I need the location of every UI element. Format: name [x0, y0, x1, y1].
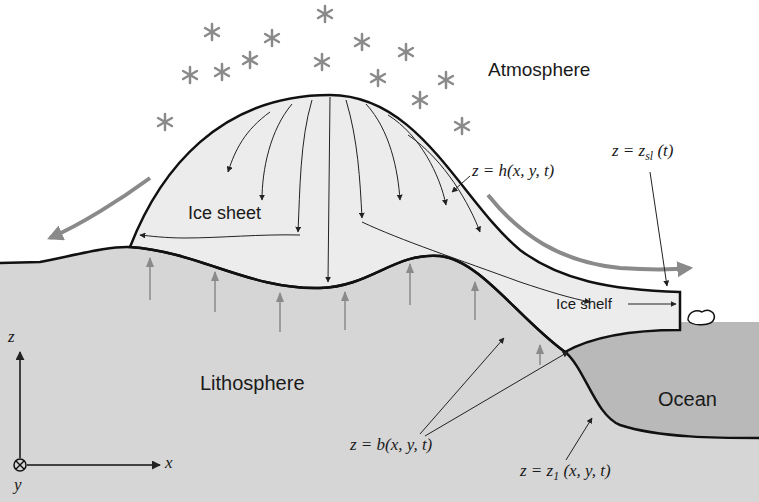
- snowflake-stroke: [439, 76, 453, 84]
- snowflake-stroke: [243, 56, 257, 64]
- snowflake-stroke: [318, 10, 332, 18]
- region-label: Ice sheet: [188, 204, 261, 224]
- snowflake-stroke: [158, 118, 172, 126]
- region-label: Ice shelf: [556, 296, 612, 313]
- region-label: Atmosphere: [488, 60, 590, 81]
- label-text: Ice shelf: [556, 295, 612, 312]
- label-text: z: [8, 327, 15, 346]
- axis-label: y: [14, 476, 22, 495]
- surface-formula: z = h(x, y, t): [472, 162, 554, 181]
- label-text: z = h(x, y, t): [472, 161, 554, 180]
- snowflake-stroke: [215, 68, 229, 76]
- snowflake-stroke: [205, 28, 219, 36]
- snowflake-stroke: [413, 96, 427, 104]
- snowflake-stroke: [455, 122, 469, 130]
- snowflake-stroke: [399, 48, 413, 56]
- bed-formula: z = b(x, y, t): [350, 436, 432, 455]
- snowflake-stroke: [318, 10, 332, 18]
- snowflake-stroke: [265, 34, 279, 42]
- snowflake-stroke: [243, 56, 257, 64]
- label-text: (t): [657, 141, 673, 160]
- snowflake-stroke: [215, 68, 229, 76]
- label-text: Ocean: [658, 388, 717, 410]
- subscript: 1: [553, 469, 559, 483]
- label-text: (x, y, t): [563, 461, 610, 480]
- region-label: Ocean: [658, 388, 717, 410]
- label-text: z = z: [520, 461, 553, 480]
- subscript: sl: [645, 149, 653, 163]
- snowflake-stroke: [183, 71, 197, 79]
- snowflake-stroke: [455, 122, 469, 130]
- label-text: z = b(x, y, t): [350, 435, 432, 454]
- axis-label: x: [165, 454, 173, 473]
- snowflake-stroke: [413, 96, 427, 104]
- label-text: y: [14, 475, 22, 494]
- region-label: Lithosphere: [200, 372, 305, 394]
- label-text: x: [165, 453, 173, 472]
- snowflake-stroke: [183, 71, 197, 79]
- snowflake-stroke: [265, 34, 279, 42]
- snowflake-stroke: [439, 76, 453, 84]
- axis-label: z: [8, 328, 15, 347]
- snowflake-stroke: [158, 118, 172, 126]
- snowflake-stroke: [355, 38, 369, 46]
- snowflake-stroke: [371, 74, 385, 82]
- snowflake-stroke: [315, 58, 329, 66]
- label-text: Atmosphere: [488, 59, 590, 80]
- label-text: Lithosphere: [200, 372, 305, 394]
- label-text: Ice sheet: [188, 203, 261, 223]
- label-text: z = z: [612, 141, 645, 160]
- snowflake-stroke: [355, 38, 369, 46]
- snowflake-stroke: [205, 28, 219, 36]
- sea-level-formula: z = zsl (t): [612, 142, 673, 163]
- snowflake-stroke: [399, 48, 413, 56]
- snowflake-stroke: [371, 74, 385, 82]
- lithosphere-formula: z = z1 (x, y, t): [520, 462, 611, 483]
- snowflake-stroke: [315, 58, 329, 66]
